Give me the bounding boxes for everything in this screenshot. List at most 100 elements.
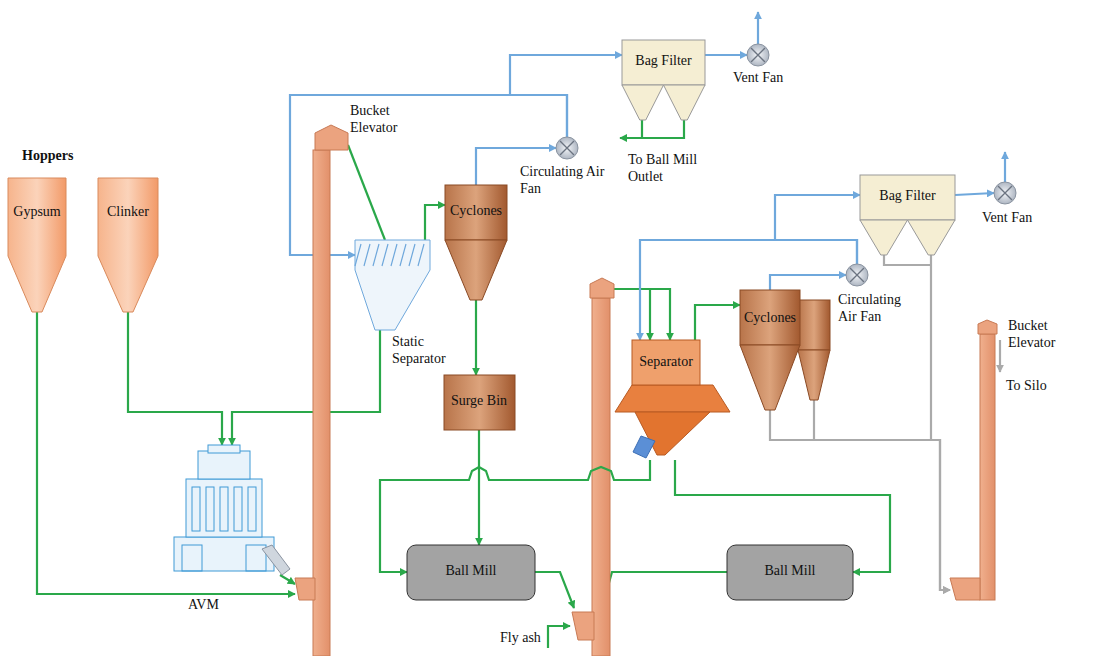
cyclone-pair-shape [740,290,830,410]
fan: Circulating Air Fan [556,137,578,159]
feed-line [649,289,651,340]
flow-note: To Ball Mill Outlet [628,152,720,186]
cyclone-cone [445,240,507,300]
fan: Vent Fan [747,44,769,66]
flow-connector [280,575,295,584]
node-caption: Bucket Elevator [350,103,412,137]
product-line [884,255,931,265]
product-line [999,340,1001,372]
flow-connector [695,305,740,340]
fan-shape [747,44,769,66]
vertical-mill: AVM [168,445,290,575]
cyclone-shape [445,185,507,300]
hopper-body [8,178,66,312]
node-caption: AVM [188,597,238,614]
node-label: Ball Mill [407,563,535,580]
surge-bin: Surge Bin [444,375,515,430]
bag-filter: Bag Filter [622,40,705,120]
ball-mill: Ball Mill [727,545,853,600]
filter-hopper [908,220,956,255]
node-caption: Vent Fan [733,70,795,87]
flow-connector [770,275,846,290]
filter-housing [860,175,955,220]
feed-line [614,289,670,340]
bag-filter-shape [860,175,955,255]
mill-drive [208,445,240,453]
fan: Vent Fan [994,182,1016,204]
hopper: Clinker [98,178,158,312]
cyclone-barrel [798,300,830,350]
fan-blades [998,186,1012,200]
hopper-shape [8,178,66,312]
bucket-elevator-shape [295,125,348,656]
bucket-elevator: Bucket Elevator [295,125,348,656]
fan-shape [994,182,1016,204]
cyclone-barrel [740,290,800,345]
node-caption: Circulating Air Fan [838,292,906,326]
separator-spout [633,436,655,458]
node-label: Cyclones [445,203,507,220]
flow-connector [128,312,222,445]
exhaust-line [757,12,759,44]
static-separator-shape [355,240,430,330]
fan-blades [560,141,574,155]
filter-hopper [622,85,664,120]
bag-filter-shape [622,40,705,120]
mill-column [192,487,200,531]
filter-hopper [664,85,706,120]
bag-filter: Bag Filter [860,175,955,255]
bucket-elevator-shape [950,320,995,600]
mill-base [174,537,274,571]
fan-shape [846,264,868,286]
exhaust-line [1004,152,1006,182]
separator-housing [355,240,430,330]
node-caption: Bucket Elevator [1008,318,1070,352]
mill-shell [407,545,535,600]
node-label: Bag Filter [622,53,705,70]
fan-shape [556,137,578,159]
node-caption: Vent Fan [982,210,1044,227]
flow-connector [348,145,385,240]
flow-connector [475,300,477,375]
elevator-head [978,320,997,334]
flow-connector [955,193,994,195]
elevator-head [315,125,348,150]
mill-outlet-line [602,572,727,608]
mill-body [186,479,262,537]
vertical-mill-shape [168,445,290,575]
discharge-chute [262,545,290,575]
flow-connector [510,55,622,137]
fan-casing [556,137,578,159]
flow-note: Fly ash [500,630,546,647]
fan-casing [747,44,769,66]
node-caption: Circulating Air Fan [520,164,606,198]
node-label: Cyclones [740,310,800,327]
bucket-elevator [572,278,614,656]
filter-housing [622,40,705,85]
mill-outlet-line [535,572,574,608]
cyclone: Cyclones [445,185,507,300]
elevator-boot [295,578,315,600]
hopper-body [98,178,158,312]
node-label: Ball Mill [727,563,853,580]
return-line [620,120,642,138]
cyclone-barrel [445,185,507,240]
mill-column [234,487,242,531]
fan-casing [846,264,868,286]
fan: Circulating Air Fan [846,264,868,286]
node-label: Separator [632,354,700,371]
return-line [642,120,684,138]
mill-column [206,487,214,531]
mill-column [248,487,256,531]
flow-connector [37,312,295,594]
filter-hopper [860,220,908,255]
fan-blades [850,268,864,282]
separator-vanes [355,244,424,266]
flow-connector [425,205,445,240]
group-heading: Hoppers [22,148,92,165]
node-label: Bag Filter [860,188,955,205]
fan-casing [994,182,1016,204]
node-label: Clinker [98,204,158,221]
